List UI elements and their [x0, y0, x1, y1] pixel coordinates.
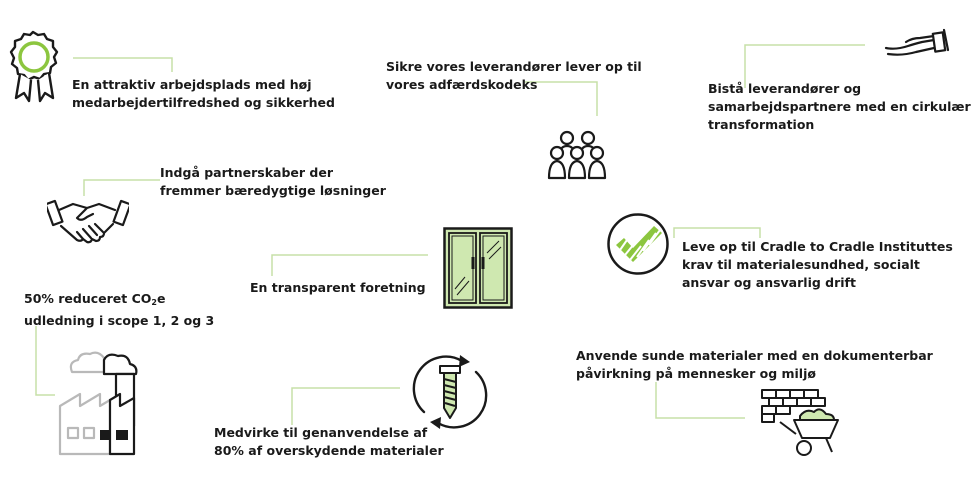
goal-recycling-line2: 80% af overskydende materialer — [214, 443, 444, 458]
connector-transparent — [271, 254, 428, 276]
goal-workplace-line1: En attraktiv arbejdsplads med høj — [72, 77, 312, 92]
goal-partnerships-line1: Indgå partnerskaber der — [160, 165, 334, 180]
group-of-people-icon — [547, 130, 607, 180]
goal-co2-line1-pre: 50% reduceret CO — [24, 291, 152, 306]
handshake-icon — [47, 199, 129, 244]
connector-co2 — [35, 326, 55, 396]
goal-co2-line1-post: e — [157, 291, 166, 306]
goal-healthy-materials-line1: Anvende sunde materialer med en dokument… — [576, 348, 933, 363]
goal-healthy-materials-line2: påvirkning på mennesker og miljø — [576, 366, 816, 381]
connector-recycling — [291, 387, 400, 425]
goal-suppliers-code-text: Sikre vores leverandører lever op til vo… — [386, 58, 642, 94]
connector-cradle — [673, 227, 761, 238]
connector-workplace — [73, 57, 173, 72]
goal-transparent-line1: En transparent foretning — [250, 280, 426, 295]
goal-co2-line1: 50% reduceret CO2e — [24, 290, 214, 312]
bricks-wheelbarrow-icon — [761, 389, 839, 456]
goal-partnerships-line2: fremmer bæredygtige løsninger — [160, 183, 386, 198]
connector-circular — [745, 45, 865, 81]
goal-recycling-text: Medvirke til genanvendelse af 80% af ove… — [214, 424, 444, 460]
goal-recycling-line1: Medvirke til genanvendelse af — [214, 425, 428, 440]
goal-circular-text: Bistå leverandører og samarbejdspartnere… — [708, 80, 971, 134]
goal-co2-line1-sub: 2 — [151, 298, 157, 307]
glass-door-icon — [443, 227, 513, 309]
open-hand-icon — [884, 28, 950, 56]
goal-co2-text: 50% reduceret CO2e udledning i scope 1, … — [24, 290, 214, 330]
goal-healthy-materials-text: Anvende sunde materialer med en dokument… — [576, 347, 933, 383]
factory-icon — [58, 351, 138, 456]
recycle-screw-icon — [412, 355, 488, 429]
goal-transparent-text: En transparent foretning — [250, 279, 426, 297]
goal-suppliers-code-line1: Sikre vores leverandører lever op til — [386, 59, 642, 74]
goal-cradle-line2: krav til materialesundhed, socialt — [682, 257, 920, 272]
goal-circular-line1: Bistå leverandører og — [708, 81, 862, 96]
connector-partnerships — [83, 179, 160, 196]
checkmark-circle-icon — [607, 213, 669, 275]
goal-cradle-text: Leve op til Cradle to Cradle Instituttes… — [682, 238, 953, 292]
goal-suppliers-code-line2: vores adfærdskodeks — [386, 77, 538, 92]
connector-healthy — [655, 382, 745, 419]
goal-cradle-line3: ansvar og ansvarlig drift — [682, 275, 856, 290]
goal-co2-line2: udledning i scope 1, 2 og 3 — [24, 313, 215, 328]
goal-circular-line2: samarbejdspartnere med en cirkulær — [708, 99, 971, 114]
goal-circular-line3: transformation — [708, 117, 815, 132]
goal-partnerships-text: Indgå partnerskaber der fremmer bæredygt… — [160, 164, 386, 200]
goal-cradle-line1: Leve op til Cradle to Cradle Instituttes — [682, 239, 953, 254]
goal-workplace-line2: medarbejdertilfredshed og sikkerhed — [72, 95, 335, 110]
award-ribbon-icon — [9, 30, 59, 103]
goal-workplace-text: En attraktiv arbejdsplads med høj medarb… — [72, 76, 335, 112]
